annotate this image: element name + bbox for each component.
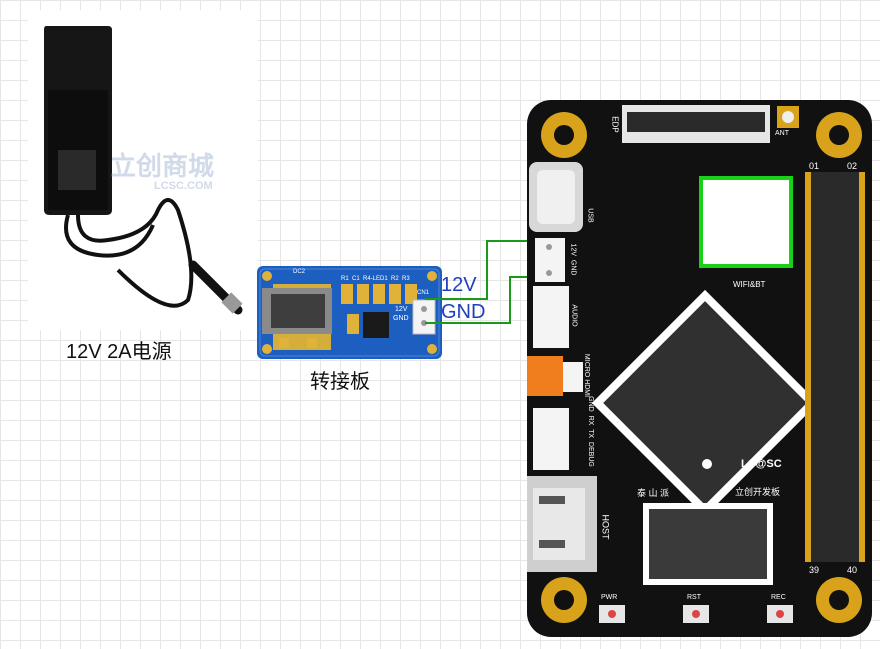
silk-12v: 12V [395, 306, 408, 313]
silk-cn1: CN1 [417, 290, 430, 296]
watermark-en: LCSC.COM [154, 180, 213, 192]
board-label-debug: GND RX TX DEBUG [586, 396, 594, 467]
header-pin-02: 02 [847, 161, 858, 171]
silk-dc2: DC2 [293, 269, 306, 275]
header-pin-40: 40 [847, 565, 858, 575]
logo-dev-board: 立创开发板 [735, 487, 781, 497]
main-board: EDP ANT USB 12V GND AUDIO MICRO HDMI GND… [521, 100, 872, 637]
header-pin-39: 39 [809, 565, 820, 575]
button-pwr-label: PWR [601, 594, 618, 601]
power-adapter-drawing [28, 10, 258, 330]
wire-label-12v: 12V [441, 274, 477, 296]
wire-label-gnd: GND [441, 301, 486, 323]
converter-board-drawing [257, 266, 442, 359]
button-rec-label: REC [771, 594, 786, 601]
power-adapter-caption: 12V 2A电源 [66, 341, 172, 363]
main-board-drawing [521, 100, 872, 637]
board-label-audio: AUDIO [570, 304, 578, 327]
button-rst-label: RST [687, 594, 701, 601]
logo-lcsc: LC@SC [741, 458, 782, 470]
board-label-wifi: WIFI&BT [733, 280, 766, 289]
board-label-hdmi: MICRO HDMI [583, 353, 591, 398]
silk-parts: R1 C1 R4-LED1 R2 R3 [341, 276, 410, 282]
board-label-ant: ANT [775, 130, 789, 137]
power-adapter-image: 立创商城 LCSC.COM [28, 10, 258, 330]
board-label-host: HOST [600, 514, 611, 540]
converter-board: DC2 R1 C1 R4-LED1 R2 R3 CN1 12V GND [257, 266, 442, 359]
board-label-power: 12V GND [569, 243, 577, 276]
converter-caption: 转接板 [310, 371, 370, 393]
board-label-usb: USB [586, 208, 594, 223]
wire-12v [425, 240, 548, 300]
header-pin-01: 01 [809, 161, 820, 171]
board-label-edp: EDP [610, 116, 620, 133]
silk-gnd: GND [393, 315, 409, 322]
logo-taishanpai: 泰 山 派 [637, 488, 670, 498]
watermark-cn: 立创商城 [110, 151, 215, 181]
